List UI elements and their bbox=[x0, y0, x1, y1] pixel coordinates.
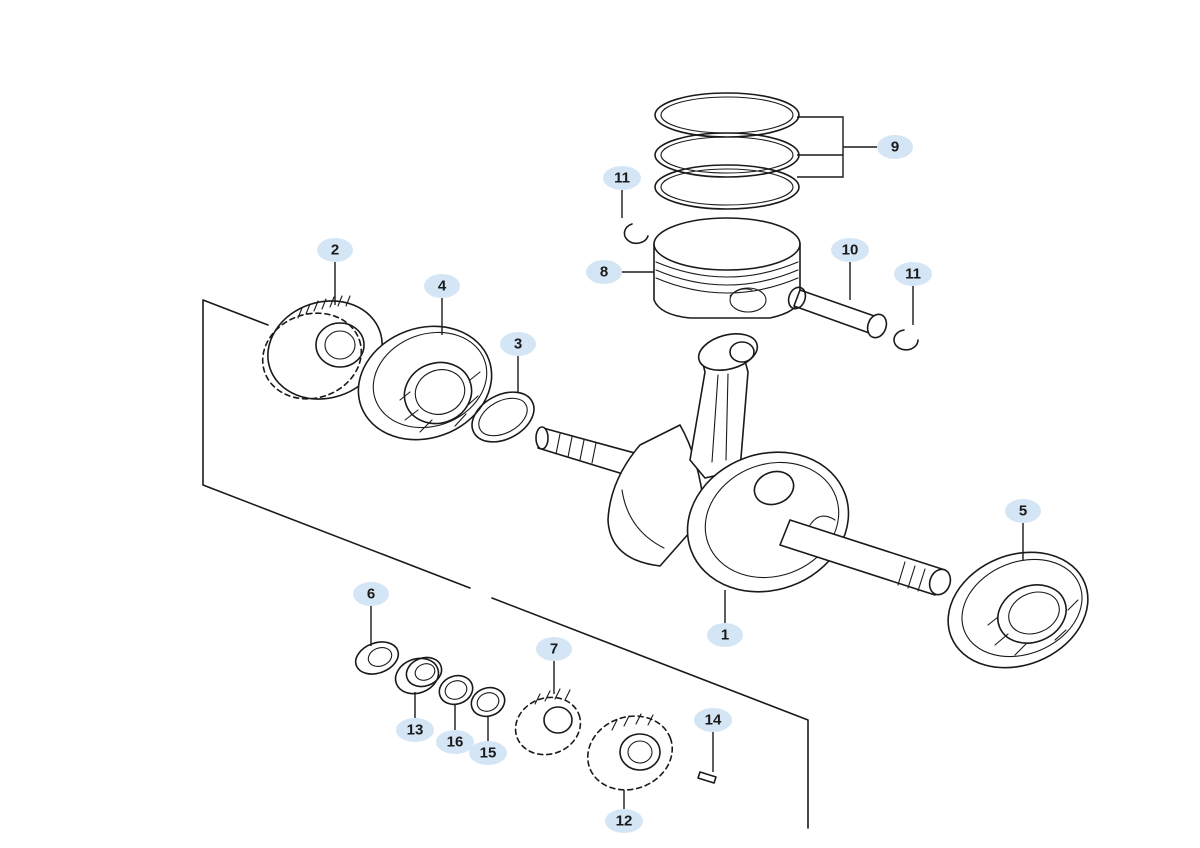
drive-gear bbox=[586, 713, 674, 791]
callout-8[interactable]: 8 bbox=[586, 260, 622, 284]
timing-sprocket bbox=[514, 688, 582, 756]
callout-label: 11 bbox=[905, 266, 921, 283]
callout-label: 3 bbox=[514, 336, 522, 353]
piston-pin bbox=[787, 286, 888, 339]
callout-1[interactable]: 1 bbox=[707, 623, 743, 647]
callout-label: 8 bbox=[600, 264, 608, 281]
callout-11-upper[interactable]: 11 bbox=[603, 166, 641, 190]
assembly-bracket bbox=[202, 299, 809, 829]
spacer-collar bbox=[394, 656, 443, 695]
shim-washer bbox=[471, 391, 535, 443]
callout-13[interactable]: 13 bbox=[396, 718, 434, 742]
callout-9[interactable]: 9 bbox=[877, 135, 913, 159]
piston bbox=[653, 217, 801, 319]
callout-label: 7 bbox=[550, 641, 558, 658]
callout-10[interactable]: 10 bbox=[831, 238, 869, 262]
callout-14[interactable]: 14 bbox=[694, 708, 732, 732]
woodruff-key bbox=[697, 771, 717, 784]
callout-label: 14 bbox=[705, 712, 722, 729]
piston-rings bbox=[654, 92, 800, 210]
callout-2[interactable]: 2 bbox=[317, 238, 353, 262]
bearing-left bbox=[357, 325, 493, 441]
callout-12[interactable]: 12 bbox=[605, 809, 643, 833]
callout-label: 2 bbox=[331, 242, 339, 259]
callout-label: 16 bbox=[447, 734, 464, 751]
callout-4[interactable]: 4 bbox=[424, 274, 460, 298]
callout-label: 1 bbox=[721, 627, 729, 644]
callout-label: 9 bbox=[891, 139, 899, 156]
primary-gear bbox=[261, 295, 383, 400]
callout-label: 15 bbox=[480, 745, 497, 762]
callout-label: 12 bbox=[616, 813, 633, 830]
callout-label: 10 bbox=[842, 242, 859, 259]
crankshaft bbox=[535, 333, 952, 596]
callout-16[interactable]: 16 bbox=[436, 730, 474, 754]
callout-label: 11 bbox=[614, 170, 630, 187]
callout-label: 4 bbox=[438, 278, 447, 295]
callout-label: 13 bbox=[407, 722, 424, 739]
washers bbox=[438, 674, 506, 718]
callout-6[interactable]: 6 bbox=[353, 582, 389, 606]
oil-seal bbox=[354, 641, 400, 675]
callout-11-lower[interactable]: 11 bbox=[894, 262, 932, 286]
bearing-right bbox=[947, 551, 1089, 669]
callout-7[interactable]: 7 bbox=[536, 637, 572, 661]
callout-15[interactable]: 15 bbox=[469, 741, 507, 765]
leader-lines bbox=[334, 116, 1024, 809]
callout-5[interactable]: 5 bbox=[1005, 499, 1041, 523]
circlips bbox=[623, 223, 919, 351]
callout-label: 6 bbox=[367, 586, 375, 603]
callout-3[interactable]: 3 bbox=[500, 332, 536, 356]
callout-label: 5 bbox=[1019, 503, 1027, 520]
